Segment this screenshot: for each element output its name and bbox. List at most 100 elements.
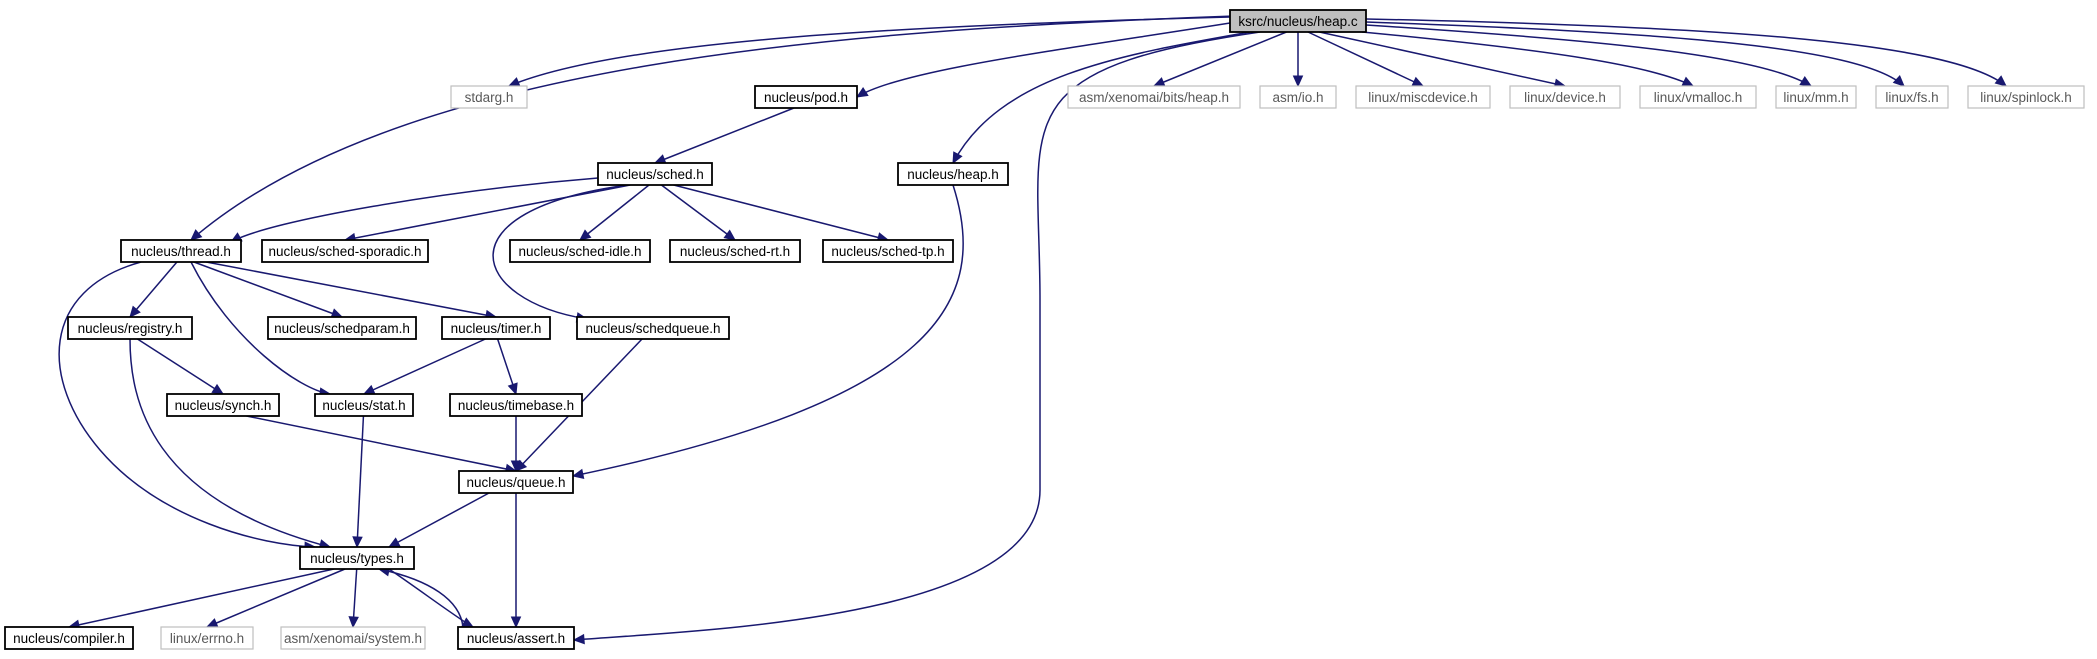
node-label: ksrc/nucleus/heap.c: [1238, 14, 1358, 29]
node-box: [457, 626, 575, 650]
edge-arrowhead: [571, 468, 585, 480]
edge-line: [673, 184, 889, 241]
node-label: nucleus/assert.h: [467, 631, 565, 646]
node-label: nucleus/compiler.h: [13, 631, 125, 646]
edge-heap_c-to-mm: [1365, 24, 1813, 87]
node-box: [669, 239, 801, 263]
node-sched-sporadic[interactable]: nucleus/sched-sporadic.h: [261, 239, 429, 263]
node-registry[interactable]: nucleus/registry.h: [67, 316, 193, 340]
node-timer[interactable]: nucleus/timer.h: [441, 316, 551, 340]
edge-arrowhead: [205, 618, 219, 628]
edge-timer-to-stat: [362, 338, 486, 395]
node-timebase[interactable]: nucleus/timebase.h: [449, 393, 583, 417]
node-stat[interactable]: nucleus/stat.h: [314, 393, 414, 417]
edge-nheap-to-queue: [571, 184, 964, 480]
node-heap-c[interactable]: ksrc/nucleus/heap.c: [1229, 9, 1367, 33]
edge-queue-to-assert: [510, 493, 522, 629]
node-fs: linux/fs.h: [1875, 85, 1949, 109]
edge-line: [206, 568, 346, 628]
node-compiler[interactable]: nucleus/compiler.h: [4, 626, 134, 650]
node-label: linux/device.h: [1524, 90, 1606, 105]
edge-arrowhead: [1799, 76, 1813, 87]
edge-line: [1307, 31, 1424, 87]
node-box: [261, 239, 429, 263]
node-label: nucleus/registry.h: [78, 321, 183, 336]
edge-thread-to-timer: [206, 261, 498, 321]
edge-arrowhead: [510, 616, 522, 629]
edge-heap_c-to-fs: [1365, 21, 1905, 87]
node-box: [1067, 85, 1241, 109]
node-types[interactable]: nucleus/types.h: [299, 546, 415, 570]
node-box: [1229, 9, 1367, 33]
node-label: linux/miscdevice.h: [1368, 90, 1478, 105]
node-thread[interactable]: nucleus/thread.h: [120, 239, 242, 263]
node-label: nucleus/synch.h: [175, 398, 272, 413]
edge-line: [572, 184, 964, 477]
node-pod[interactable]: nucleus/pod.h: [754, 85, 858, 109]
node-sched-tp[interactable]: nucleus/sched-tp.h: [822, 239, 954, 263]
node-device: linux/device.h: [1509, 85, 1621, 109]
edge-arrowhead: [510, 460, 522, 473]
node-label: nucleus/timer.h: [451, 321, 542, 336]
edge-line: [230, 177, 599, 243]
edge-heap_c-to-thread: [190, 15, 1236, 241]
edge-queue-to-types: [387, 492, 490, 548]
node-box: [1639, 85, 1757, 109]
node-synch[interactable]: nucleus/synch.h: [166, 393, 280, 417]
edge-line: [363, 338, 486, 395]
node-asm-io: asm/io.h: [1259, 85, 1337, 109]
edge-line: [246, 415, 517, 472]
node-label: asm/xenomai/bits/heap.h: [1079, 90, 1229, 105]
edge-line: [68, 568, 335, 628]
node-label: linux/vmalloc.h: [1654, 90, 1743, 105]
node-schedparam[interactable]: nucleus/schedparam.h: [267, 316, 417, 340]
edge-line: [1319, 31, 1566, 87]
node-assert[interactable]: nucleus/assert.h: [457, 626, 575, 650]
node-label: linux/errno.h: [170, 631, 244, 646]
node-stdarg: stdarg.h: [450, 85, 528, 109]
node-label: nucleus/sched-tp.h: [831, 244, 944, 259]
node-sched-rt[interactable]: nucleus/sched-rt.h: [669, 239, 801, 263]
node-box: [280, 626, 426, 650]
edge-line: [129, 261, 178, 318]
node-box: [509, 239, 651, 263]
edge-line: [1365, 21, 1905, 87]
edge-arrowhead: [190, 229, 203, 241]
node-box: [822, 239, 954, 263]
edge-heap_c-to-asm_bits_heap: [1152, 31, 1287, 87]
edge-line: [660, 184, 736, 241]
edge-arrowhead: [211, 383, 225, 395]
node-box: [1259, 85, 1337, 109]
node-box: [299, 546, 415, 570]
node-sched-idle[interactable]: nucleus/sched-idle.h: [509, 239, 651, 263]
edge-line: [388, 492, 490, 548]
edge-arrowhead: [1681, 76, 1695, 87]
edge-heap_c-to-pod: [855, 22, 1231, 98]
node-sched[interactable]: nucleus/sched.h: [597, 162, 713, 186]
edge-arrowhead: [507, 77, 521, 87]
edge-line: [344, 184, 631, 241]
edge-line: [508, 16, 1231, 87]
node-nheap[interactable]: nucleus/heap.h: [897, 162, 1009, 186]
node-label: linux/mm.h: [1783, 90, 1848, 105]
node-box: [449, 393, 583, 417]
edge-sched-to-sched_rt: [660, 184, 736, 241]
node-schedqueue[interactable]: nucleus/schedqueue.h: [576, 316, 730, 340]
node-label: nucleus/queue.h: [466, 475, 565, 490]
node-label: nucleus/sched-idle.h: [518, 244, 641, 259]
node-queue[interactable]: nucleus/queue.h: [458, 470, 574, 494]
edge-registry-to-types: [129, 338, 332, 550]
node-miscdevice: linux/miscdevice.h: [1355, 85, 1491, 109]
edge-arrowhead: [723, 229, 736, 241]
edge-arrowhead: [1411, 76, 1425, 87]
node-box: [166, 393, 280, 417]
node-box: [160, 626, 254, 650]
node-box: [1775, 85, 1857, 109]
edge-line: [573, 31, 1261, 641]
edge-registry-to-synch: [137, 338, 225, 395]
node-box: [597, 162, 713, 186]
edge-line: [1153, 31, 1287, 87]
edge-line: [190, 15, 1236, 241]
edge-thread-to-registry: [129, 261, 178, 318]
